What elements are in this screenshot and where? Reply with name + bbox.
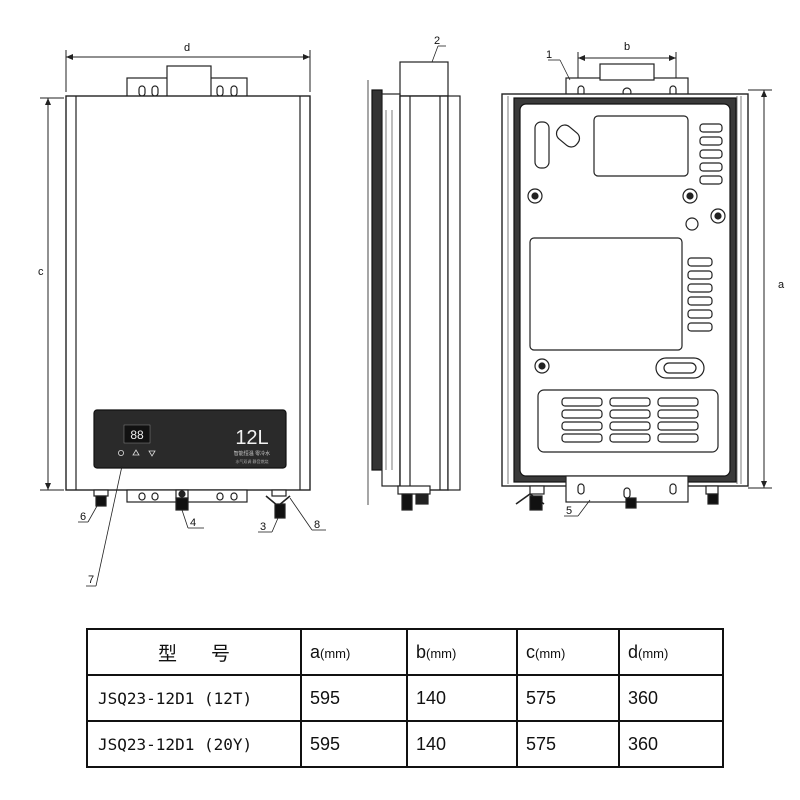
rear-view: b a 1 [501,41,785,517]
down-arrow-icon [148,450,156,457]
cell-d: 360 [618,720,724,768]
header-b-label: b [416,641,427,662]
dimension-d-label: d [184,42,190,54]
header-a: a(mm) [300,628,408,676]
header-b: b(mm) [406,628,518,676]
header-d-label: d [628,641,639,662]
callout-1: 1 [546,49,552,61]
header-d-unit: (mm) [638,645,669,661]
cell-a: 595 [300,674,408,722]
spec-table: 型 号 a(mm) b(mm) c(mm) d(mm) JSQ23-12D1 (… [86,628,724,768]
power-icon [118,449,125,456]
cell-a: 595 [300,720,408,768]
table-row: JSQ23-12D1 (20Y) 595 140 575 360 [86,720,724,768]
callout-4: 4 [190,517,196,529]
dimension-a-label: a [778,279,785,291]
table-row: JSQ23-12D1 (12T) 595 140 575 360 [86,674,724,722]
cell-d: 360 [618,674,724,722]
header-c: c(mm) [516,628,620,676]
cell-b: 140 [406,720,518,768]
up-arrow-icon [132,449,140,456]
callout-8: 8 [314,519,320,531]
panel-text-line: 智能恒温 零冷水 [234,450,270,457]
display-digits: 88 [130,428,144,442]
cell-b: 140 [406,674,518,722]
panel-text-line-2: 水气双调 静音燃烧 [235,458,268,464]
header-c-unit: (mm) [535,645,566,661]
header-c-label: c [526,641,535,662]
side-view: 2 [367,35,461,511]
header-a-label: a [310,641,321,662]
header-model-label: 型 号 [157,642,245,665]
front-view: d c 88 12L 智能恒温 零冷水 水气双调 静音燃烧 [38,42,326,587]
cell-c: 575 [516,720,620,768]
cell-c: 575 [516,674,620,722]
table-header-row: 型 号 a(mm) b(mm) c(mm) d(mm) [86,628,724,676]
callout-5: 5 [566,505,572,517]
callout-7: 7 [88,574,94,586]
header-model: 型 号 [86,628,302,676]
dimension-c-label: c [38,266,44,278]
callout-3: 3 [260,521,266,533]
header-a-unit: (mm) [320,645,351,661]
header-d: d(mm) [618,628,724,676]
capacity-label: 12L [235,427,268,449]
header-b-unit: (mm) [426,645,457,661]
cell-model: JSQ23-12D1 (20Y) [86,720,302,768]
callout-2: 2 [434,35,440,47]
callout-6: 6 [80,511,86,523]
cell-model: JSQ23-12D1 (12T) [86,674,302,722]
dimension-b-label: b [624,41,630,53]
